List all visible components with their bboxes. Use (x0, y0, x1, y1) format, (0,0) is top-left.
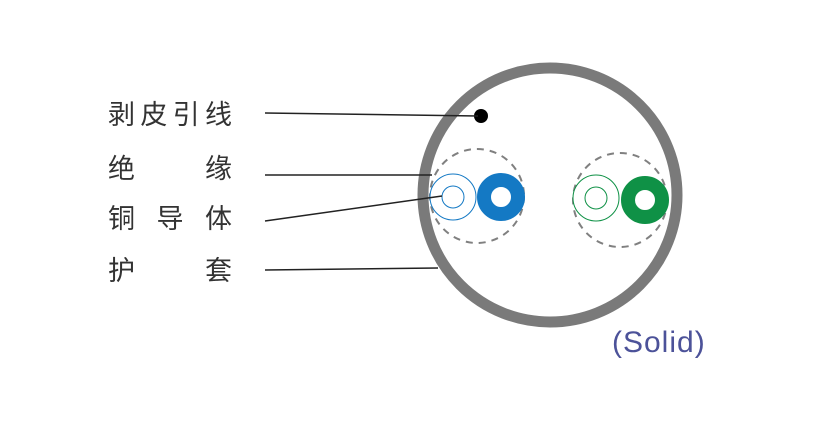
leader-line-copper-conductor (264, 195, 443, 222)
pair-1-conductor-outline (441, 185, 465, 209)
label-drain-wire: 剥皮引线 (108, 100, 232, 131)
leader-line-drain-wire (264, 112, 479, 117)
label-copper-conductor: 铜导体 (108, 204, 232, 235)
label-insulation: 绝缘 (108, 154, 232, 185)
pair-2-conductor-outline (584, 186, 608, 210)
pair-1-insulated-wire (477, 173, 525, 221)
leader-line-jacket (264, 267, 439, 271)
pair-2-insulated-wire (621, 176, 669, 224)
pair-2-insulation-outline (572, 174, 620, 222)
conductor-type-label: (Solid) (612, 326, 706, 359)
drain-wire-dot (474, 109, 488, 123)
label-jacket: 护套 (108, 256, 232, 287)
jacket-ring (417, 62, 683, 328)
